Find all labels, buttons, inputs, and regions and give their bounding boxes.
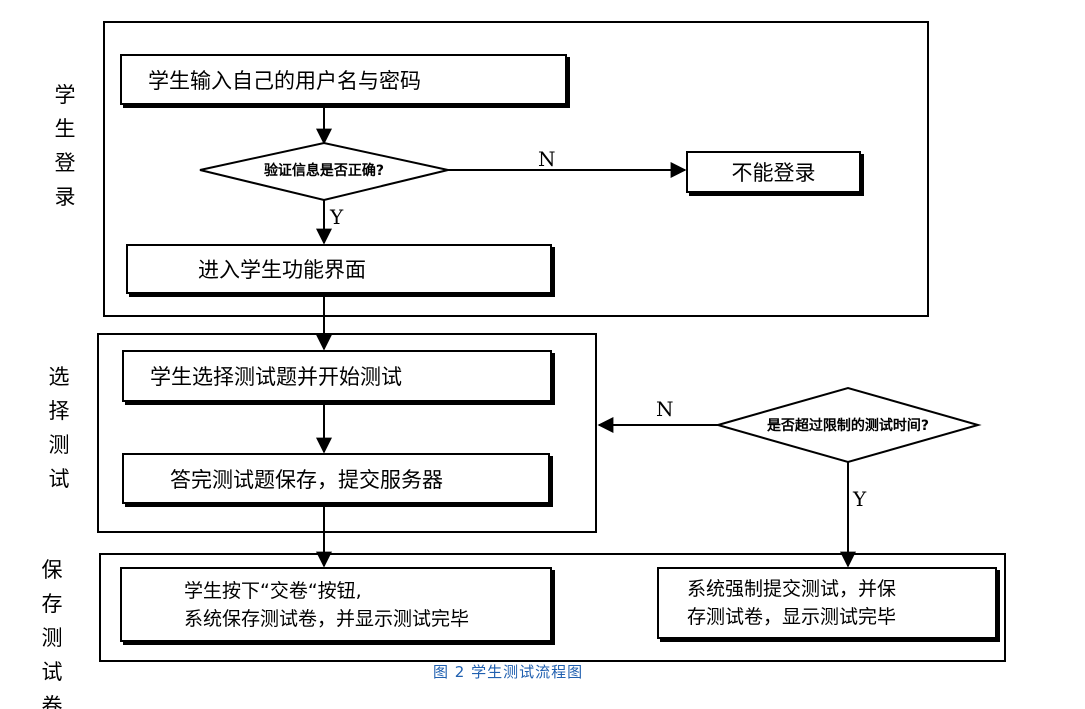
forced-submit-line-1: 系统强制提交测试，并保 [687, 578, 897, 600]
login-section-frame [103, 21, 929, 317]
enter-student-ui-box: 进入学生功能界面 [126, 244, 552, 294]
manual-submit-box: 学生按下“交卷“按钮, 系统保存测试卷，并显示测试完毕 [120, 567, 552, 642]
finish-save-box: 答完测试题保存，提交服务器 [122, 453, 550, 504]
time-check-diamond-label: 是否超过限制的测试时间? [766, 418, 930, 434]
select-section-frame [97, 333, 597, 533]
manual-submit-line-1: 学生按下“交卷“按钮, [184, 579, 362, 602]
save-section-frame [99, 553, 1006, 662]
verify-diamond-label: 验证信息是否正确? [263, 163, 385, 179]
verify-yes-label: Y [330, 205, 344, 229]
login-section-label: 学 生 登 录 [54, 83, 76, 209]
verify-no-label: N [538, 147, 556, 171]
forced-submit-box: 系统强制提交测试，并保 存测试卷，显示测试完毕 [657, 567, 997, 639]
manual-submit-line-2: 系统保存测试卷，并显示测试完毕 [184, 607, 470, 630]
figure-caption: 图 2 学生测试流程图 [433, 663, 584, 681]
time-yes-label: Y [853, 487, 867, 511]
select-test-box: 学生选择测试题并开始测试 [122, 350, 552, 402]
save-section-label: 保 存 测 试 卷 [41, 558, 63, 709]
select-section-label: 选 择 测 试 [48, 365, 70, 491]
cannot-login-box: 不能登录 [686, 151, 861, 193]
forced-submit-line-2: 存测试卷，显示测试完毕 [687, 606, 897, 628]
enter-credentials-box: 学生输入自己的用户名与密码 [120, 54, 567, 105]
time-check-diamond [714, 386, 982, 464]
time-no-label: N [656, 397, 674, 421]
